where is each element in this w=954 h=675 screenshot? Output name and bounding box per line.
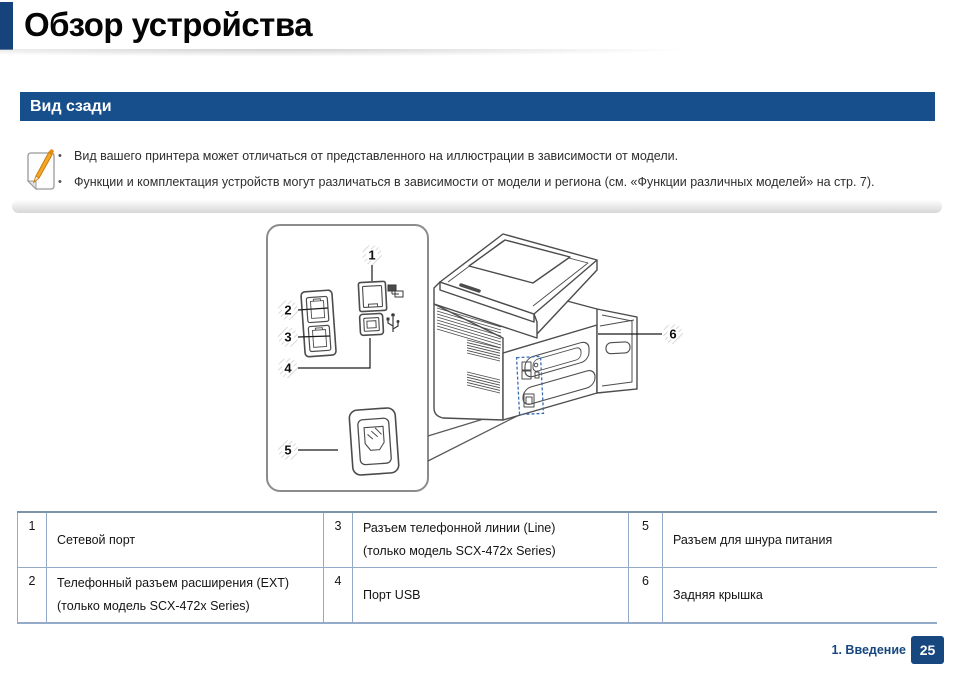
- usb-icon: [386, 313, 400, 332]
- footer-chapter-label: 1. Введение: [831, 643, 906, 657]
- svg-text:5: 5: [284, 443, 291, 458]
- rear-view-diagram: 1 2 3 4 5 6: [266, 224, 683, 492]
- vent-grille-lower: [466, 371, 501, 394]
- bullet-dot: •: [58, 176, 62, 188]
- section-header: Вид сзади: [20, 92, 935, 121]
- part-number: 5: [628, 513, 663, 568]
- part-number: 2: [17, 568, 47, 624]
- part-description: Телефонный разъем расширения (EXT) (толь…: [47, 568, 323, 624]
- ports-highlight-dashed-box: [515, 355, 545, 416]
- parts-table: 1 Сетевой порт 3 Разъем телефонной линии…: [17, 511, 937, 624]
- vent-grille-upper: [466, 339, 501, 362]
- note-pencil-icon: [24, 146, 58, 199]
- usb-port: [358, 312, 385, 337]
- page-title: Обзор устройства: [24, 6, 313, 43]
- part-number: 4: [323, 568, 353, 624]
- part-description: Сетевой порт: [47, 513, 323, 568]
- callout-lines: [297, 265, 662, 451]
- part-desc-line: Сетевой порт: [57, 532, 136, 547]
- part-desc-line: (только модель SCX-472x Series): [57, 599, 250, 613]
- part-desc-line: Задняя крышка: [673, 587, 763, 602]
- title-shadow-divider: [0, 49, 954, 59]
- callout-2: 2: [278, 300, 298, 320]
- note-text-block: • Вид вашего принтера может отличаться о…: [58, 149, 938, 201]
- part-description: Разъем телефонной линии (Line) (только м…: [353, 513, 628, 568]
- callout-5: 5: [278, 440, 298, 460]
- network-port: [357, 280, 388, 313]
- table-row: 2 Телефонный разъем расширения (EXT) (то…: [17, 568, 937, 624]
- part-description: Разъем для шнура питания: [663, 513, 937, 568]
- note-bullet-1: • Вид вашего принтера может отличаться о…: [58, 149, 938, 163]
- part-desc-line: Порт USB: [363, 587, 421, 602]
- rear-ports: [521, 361, 540, 408]
- part-desc-line: (только модель SCX-472x Series): [363, 544, 556, 558]
- phone-jacks: [300, 289, 337, 358]
- network-icon: [387, 284, 404, 298]
- part-description: Порт USB: [353, 568, 628, 624]
- title-accent-bar: [0, 2, 13, 50]
- svg-text:1: 1: [368, 248, 375, 263]
- svg-text:3: 3: [284, 330, 291, 345]
- callout-badges: 1 2 3 4 5 6: [278, 245, 683, 460]
- printer-rear-illustration: [433, 233, 638, 421]
- callout-6: 6: [663, 324, 683, 344]
- power-socket: [348, 407, 400, 476]
- part-desc-line: Разъем телефонной линии (Line): [363, 521, 556, 535]
- section-header-label: Вид сзади: [30, 98, 112, 115]
- note-bullet-1-text: Вид вашего принтера может отличаться от …: [74, 149, 679, 163]
- bullet-dot: •: [58, 150, 62, 162]
- svg-text:4: 4: [284, 361, 292, 376]
- page-number-badge: 25: [911, 636, 944, 664]
- back-cover-handle: [605, 341, 631, 355]
- note-bullet-2-text: Функции и комплектация устройств могут р…: [74, 175, 875, 189]
- part-number: 3: [323, 513, 353, 568]
- part-number: 6: [628, 568, 663, 624]
- callout-4: 4: [278, 358, 298, 378]
- svg-text:2: 2: [284, 303, 291, 318]
- vent-ribs: [436, 307, 502, 349]
- part-description: Задняя крышка: [663, 568, 937, 624]
- callout-3: 3: [278, 327, 298, 347]
- callout-1: 1: [362, 245, 382, 265]
- note-bottom-divider: [12, 200, 942, 213]
- svg-text:6: 6: [669, 327, 676, 342]
- part-desc-line: Разъем для шнура питания: [673, 532, 833, 547]
- note-bullet-2: • Функции и комплектация устройств могут…: [58, 175, 938, 189]
- part-desc-line: Телефонный разъем расширения (EXT): [57, 576, 290, 590]
- table-row: 1 Сетевой порт 3 Разъем телефонной линии…: [17, 511, 937, 568]
- part-number: 1: [17, 513, 47, 568]
